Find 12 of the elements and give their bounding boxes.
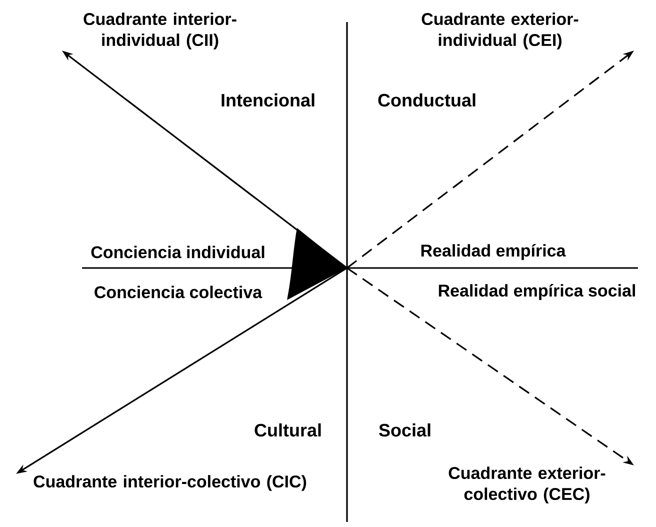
quadrant-label: Cuadrante interior-individual (CII) [84,12,236,50]
region-label: Conductual [378,93,476,107]
quadrant-label: Cuadrante exterior-individual (CEI) [422,12,578,50]
region-label: Intencional [222,93,314,107]
region-label: Realidad empírica [421,244,566,260]
region-label: Cultural [254,423,321,437]
quadrant-label: Cuadrante interior-colectivo (CIC) [34,475,306,491]
region-label: Social [379,423,430,437]
region-label: Realidad empírica social [438,284,635,300]
quadrant-label: Cuadrante exterior-colectivo (CEC) [448,466,606,504]
region-label: Conciencia colectiva [94,286,262,298]
region-label: Conciencia individual [91,246,264,258]
